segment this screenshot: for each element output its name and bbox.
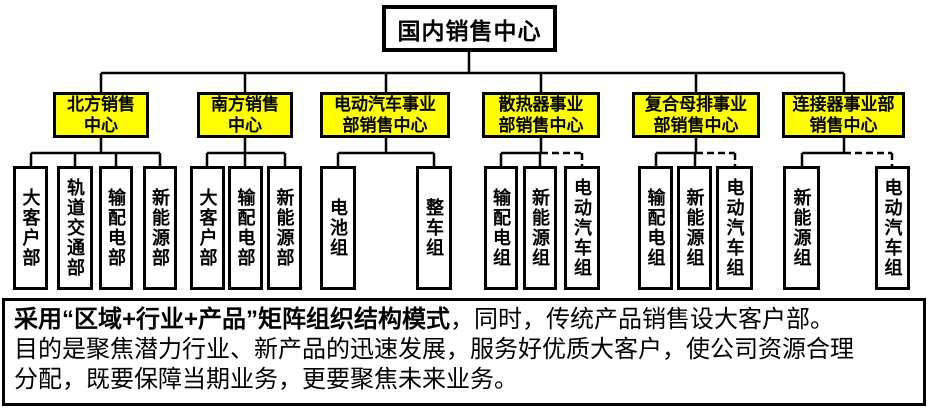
north-rail-transit-dept-node: 轨道交通部 [57,166,93,290]
south-new-energy-dept-node: 新能源部 [267,166,302,290]
dashed-connector-path [541,151,894,167]
north-power-distribution-dept-node: 输配电部 [99,166,133,290]
ev-vehicle-group-node: 整车组 [416,166,452,290]
note-line-3: 分配，既要保障当期业务，更要聚焦未来业务。 [14,366,518,393]
north-sales-center-node: 北方销售 中心 [53,92,149,138]
radiator-division-sales-center-node: 散热器事业 部销售中心 [482,92,600,138]
north-key-account-dept-node: 大客户部 [13,166,48,290]
south-sales-center-node: 南方销售 中心 [197,92,293,138]
busbar-division-sales-center-node: 复合母排事业 部销售中心 [632,92,760,138]
ev-battery-group-node: 电池组 [320,166,356,290]
busbar-power-distribution-group-node: 输配电组 [638,166,673,290]
south-power-distribution-dept-node: 输配电部 [228,166,263,290]
north-new-energy-dept-node: 新能源部 [143,166,177,290]
note-line-1-bold: 采用“区域+行业+产品”矩阵组织结构模式 [14,306,451,333]
note-line-1: 采用“区域+行业+产品”矩阵组织结构模式，同时，传统产品销售设大客户部。 [14,305,914,335]
south-key-account-dept-node: 大客户部 [190,166,225,290]
busbar-ev-group-node: 电动汽车组 [716,166,753,290]
connector-division-sales-center-node: 连接器事业部 销售中心 [782,92,905,138]
connector-new-energy-group-node: 新能源组 [783,166,820,290]
summary-note-box: 采用“区域+行业+产品”矩阵组织结构模式，同时，传统产品销售设大客户部。 目的是… [2,298,926,406]
solid-connector-path [29,52,846,167]
radiator-new-energy-group-node: 新能源组 [523,166,557,290]
radiator-ev-group-node: 电动汽车组 [564,166,600,290]
ev-division-sales-center-node: 电动汽车事业 部销售中心 [320,92,450,138]
connector-ev-group-node: 电动汽车组 [875,166,910,290]
note-line-2: 目的是聚焦潜力行业、新产品的迅速发展，服务好优质大客户，使公司资源合理 [14,336,854,363]
radiator-power-distribution-group-node: 输配电组 [484,166,518,290]
root-node-domestic-sales-center: 国内销售中心 [382,5,557,52]
busbar-new-energy-group-node: 新能源组 [677,166,712,290]
note-line-1-rest: ，同时，传统产品销售设大客户部。 [450,306,835,333]
